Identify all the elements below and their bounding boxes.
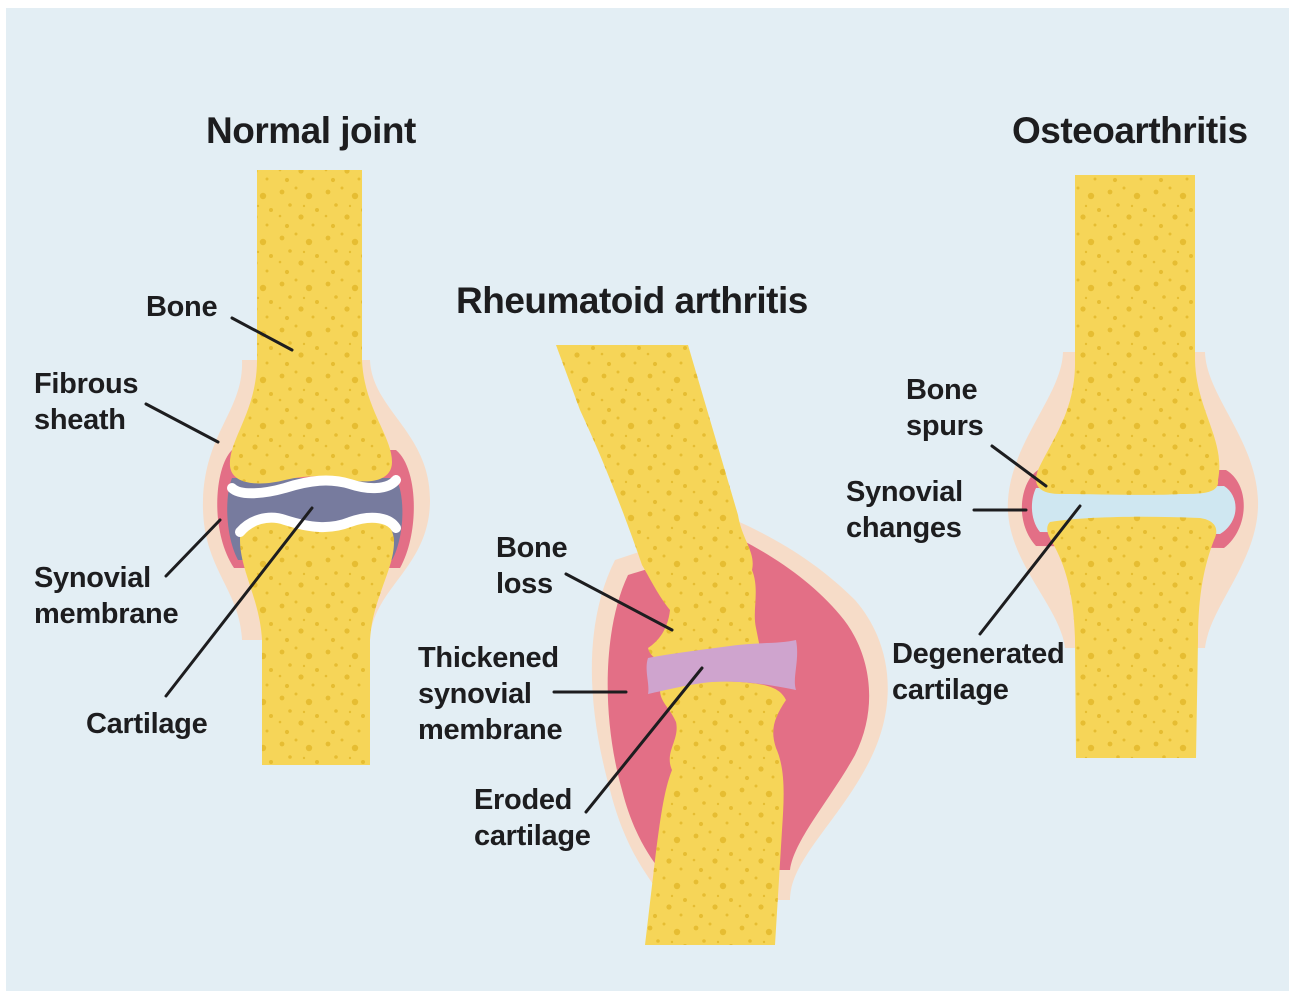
label-eroded-cartilage: Eroded cartilage <box>474 782 591 854</box>
label-cartilage: Cartilage <box>86 706 207 742</box>
normal-lower-bone-dots <box>240 516 394 765</box>
label-line: Fibrous <box>34 366 138 402</box>
label-thickened-synovial-membrane: Thickened synovial membrane <box>418 640 562 748</box>
label-synovial-changes: Synovial changes <box>846 474 963 546</box>
label-bone-spurs: Bone spurs <box>906 372 983 444</box>
label-line: synovial <box>418 676 562 712</box>
leader-fibrous-sheath <box>146 404 218 442</box>
label-line: sheath <box>34 402 138 438</box>
label-line: Eroded <box>474 782 591 818</box>
label-line: Bone <box>906 372 983 408</box>
osteoarthritis-heading: Osteoarthritis <box>1012 110 1248 152</box>
normal-joint-heading: Normal joint <box>206 110 416 152</box>
label-line: Thickened <box>418 640 562 676</box>
label-line: membrane <box>418 712 562 748</box>
label-line: changes <box>846 510 963 546</box>
label-line: Synovial <box>34 560 178 596</box>
label-line: Bone <box>496 530 567 566</box>
normal-upper-bone-dots <box>230 170 392 483</box>
label-line: membrane <box>34 596 178 632</box>
rheumatoid-arthritis-illustration <box>556 345 888 945</box>
label-line: cartilage <box>892 672 1064 708</box>
normal-joint-illustration <box>203 170 430 765</box>
label-line: loss <box>496 566 567 602</box>
label-bone-loss: Bone loss <box>496 530 567 602</box>
label-line: cartilage <box>474 818 591 854</box>
label-synovial-membrane: Synovial membrane <box>34 560 178 632</box>
label-fibrous-sheath: Fibrous sheath <box>34 366 138 438</box>
rheumatoid-arthritis-heading: Rheumatoid arthritis <box>456 280 808 322</box>
label-line: Degenerated <box>892 636 1064 672</box>
label-line: spurs <box>906 408 983 444</box>
oa-upper-bone-dots <box>1036 175 1219 495</box>
label-degenerated-cartilage: Degenerated cartilage <box>892 636 1064 708</box>
label-bone: Bone <box>146 289 217 325</box>
label-line: Synovial <box>846 474 963 510</box>
